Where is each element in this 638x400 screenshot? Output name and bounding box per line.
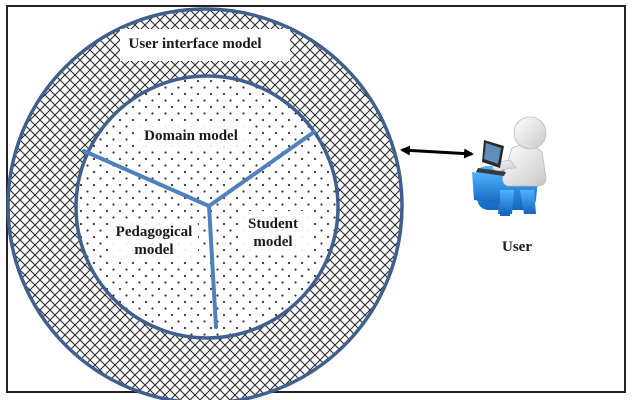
user-label: User	[502, 239, 532, 255]
user-at-computer-icon	[472, 116, 547, 216]
ui-label-box	[120, 29, 290, 61]
pedagogical-label-box	[112, 219, 198, 261]
pedagogical-label-line1: Pedagogical	[116, 224, 193, 240]
domain-label-box	[138, 122, 246, 148]
student-label-line1: Student	[248, 216, 298, 232]
divider-right	[207, 130, 316, 208]
ui-model-label: User interface model	[128, 36, 261, 52]
divider-bottom	[207, 204, 218, 329]
inner-circle-dividers	[82, 130, 316, 329]
student-label-box	[238, 211, 312, 253]
divider-left	[82, 149, 211, 208]
domain-model-label: Domain model	[144, 128, 238, 144]
pedagogical-label-line2: model	[134, 242, 173, 258]
student-label-line2: model	[253, 234, 292, 250]
interaction-arrow	[400, 145, 474, 159]
